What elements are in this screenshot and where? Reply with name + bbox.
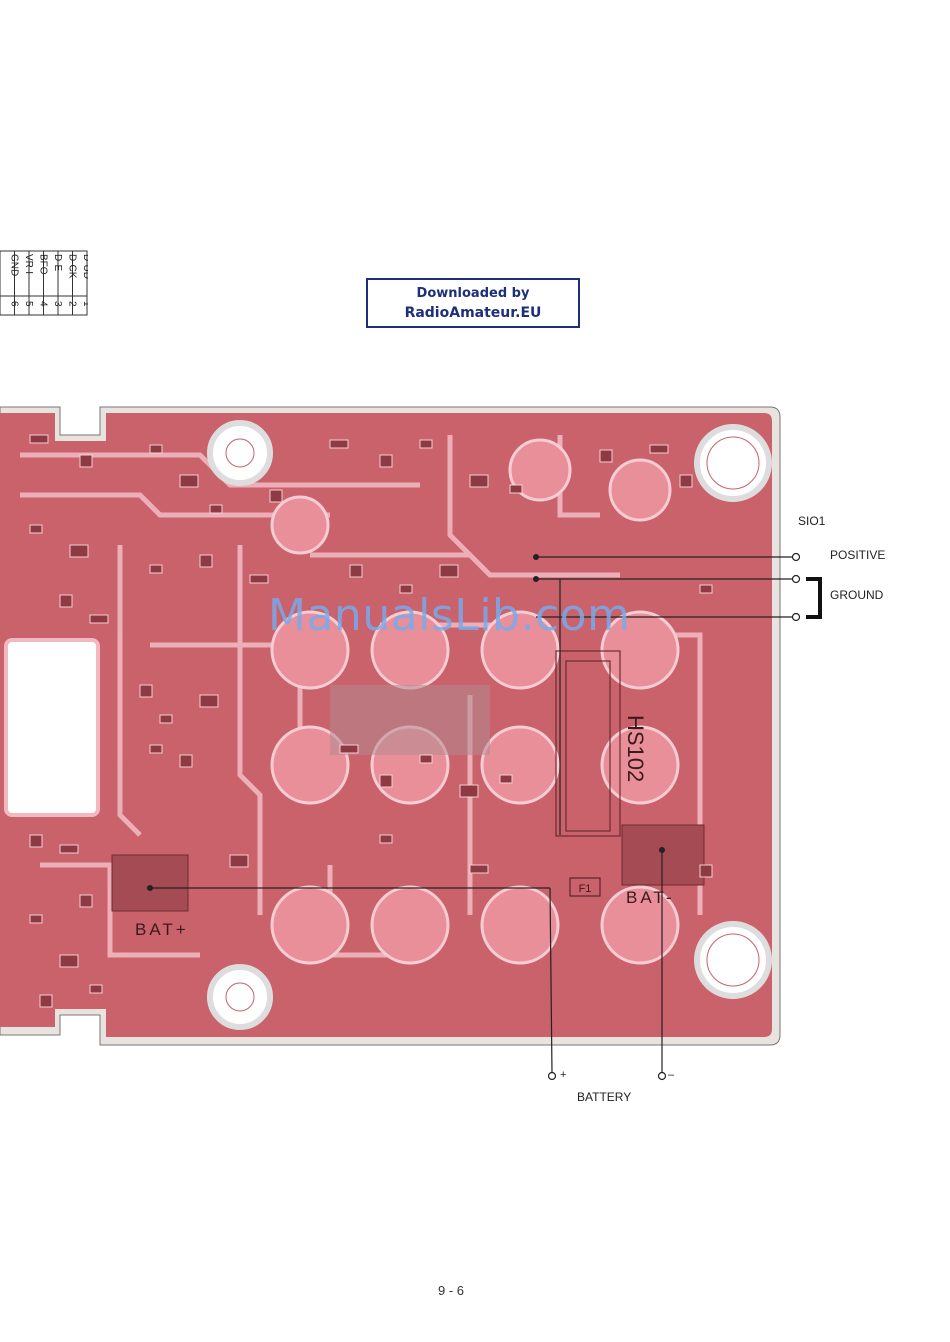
smd-component (60, 955, 78, 967)
smd-component (380, 835, 392, 843)
stamp-line-2: RadioAmateur.EU (368, 305, 578, 321)
pin-signal-3: D-E (52, 254, 63, 272)
smd-component (40, 995, 52, 1007)
smd-component (60, 845, 78, 853)
smd-component (150, 745, 162, 753)
smd-component (270, 490, 282, 502)
download-stamp: Downloaded by RadioAmateur.EU (366, 278, 580, 328)
smd-component (470, 475, 488, 487)
smd-component (150, 445, 162, 453)
stamp-line-1: Downloaded by (368, 286, 578, 301)
smd-component (30, 525, 42, 533)
pin-signal-4: BFO (37, 254, 48, 275)
smd-component (200, 555, 212, 567)
smd-component (150, 565, 162, 573)
smd-component (180, 755, 192, 767)
smd-component (380, 775, 392, 787)
fuse-label: F1 (579, 883, 592, 895)
smd-component (330, 440, 348, 448)
smd-component (600, 450, 612, 462)
smd-component (650, 445, 668, 453)
smd-component (380, 455, 392, 467)
pin-number-6: 6 (8, 301, 19, 307)
smd-component (70, 545, 88, 557)
lcd-window (6, 640, 98, 815)
bat-right-label: BAT- (626, 888, 675, 907)
smd-component (680, 475, 692, 487)
smd-component (420, 755, 432, 763)
pin-signal-2: D-CK (66, 254, 77, 279)
smd-component (420, 440, 432, 448)
smd-component (440, 565, 458, 577)
smd-component (500, 775, 512, 783)
battery-label: BATTERY (577, 1090, 631, 1104)
smd-component (160, 715, 172, 723)
smd-component (60, 595, 72, 607)
pin-table-graphic: D-UD 1 D-CK 2 D-E 3 BFO 4 VR-I 5 GND 6 (0, 250, 88, 316)
pin-number-2: 2 (66, 301, 77, 307)
smd-component (340, 745, 358, 753)
watermark: ManualsLib.com (268, 590, 630, 641)
pin-number-3: 3 (52, 301, 63, 307)
smd-component (90, 985, 102, 993)
bat-plus-pad (112, 855, 188, 911)
smd-component (700, 865, 712, 877)
smd-component (350, 565, 362, 577)
battery-plus-label: + (560, 1069, 566, 1081)
smd-component (30, 915, 42, 923)
pin-number-1: 1 (81, 301, 88, 307)
bat-minus-pad (622, 825, 704, 885)
pin-signal-6: GND (8, 254, 19, 276)
smd-component (30, 435, 48, 443)
smd-component (80, 895, 92, 907)
smd-component (180, 475, 198, 487)
pcb-board: HS102 F1 BAT+ BAT- (0, 395, 950, 1115)
pin-number-5: 5 (23, 301, 34, 307)
smd-component (700, 585, 712, 593)
smd-component (470, 865, 488, 873)
pin-table: D-UD 1 D-CK 2 D-E 3 BFO 4 VR-I 5 GND 6 (0, 250, 88, 316)
smd-component (90, 615, 108, 623)
connector-label: SIO1 (798, 514, 825, 528)
smd-component (210, 505, 222, 513)
smd-component (140, 685, 152, 697)
smd-component (230, 855, 248, 867)
smd-component (30, 835, 42, 847)
pin-signal-1: D-UD (81, 254, 88, 279)
positive-label: POSITIVE (830, 548, 885, 562)
battery-minus-label: – (668, 1069, 674, 1081)
bat-left-label: BAT+ (135, 920, 189, 939)
smd-component (510, 485, 522, 493)
smd-component (250, 575, 268, 583)
smd-component (460, 785, 478, 797)
ground-label: GROUND (830, 588, 883, 602)
heatsink-label: HS102 (623, 715, 648, 782)
ground-bracket (806, 579, 820, 617)
page-number: 9 - 6 (438, 1283, 464, 1298)
smd-component (80, 455, 92, 467)
smd-component (200, 695, 218, 707)
pin-signal-5: VR-I (23, 254, 34, 274)
pin-number-4: 4 (37, 301, 48, 307)
